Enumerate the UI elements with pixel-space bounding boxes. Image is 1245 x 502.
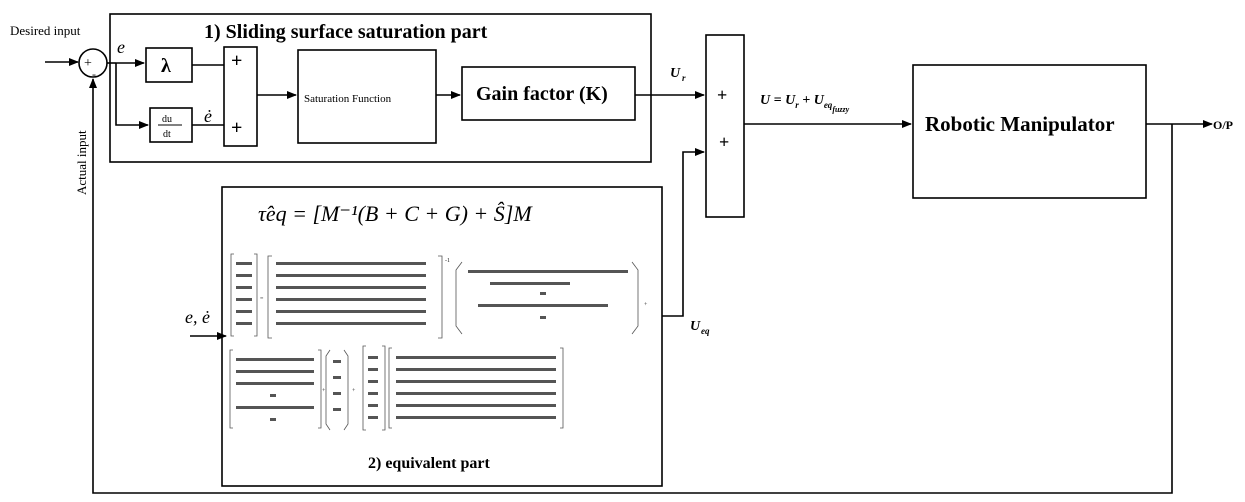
matrix-entries-graphic (236, 262, 628, 421)
output-label: O/P (1213, 118, 1233, 132)
surface-sum-plus-top: + (231, 50, 242, 72)
control-law-sub-fuzzy: fuzzy (832, 105, 849, 114)
wire-equivalent-to-control-sum (662, 148, 705, 317)
saturation-function-block (297, 49, 437, 144)
control-sum-plus-top: + (717, 85, 727, 105)
wire-to-derivative (115, 63, 149, 129)
matrix-operators-graphic: = -1 + + + (260, 258, 648, 394)
feedback-path (89, 78, 1173, 494)
svg-text:=: = (260, 296, 264, 302)
control-sum-plus-bottom: + (719, 132, 729, 152)
equivalent-torque-formula: τ̂eq = [M⁻¹(B + C + G) + Ŝ]M (258, 201, 533, 226)
ur-label: U (670, 66, 681, 81)
svg-text:-1: -1 (445, 258, 450, 264)
lambda-symbol: λ (161, 55, 171, 77)
robotic-manipulator-label: Robotic Manipulator (925, 112, 1115, 136)
equivalent-part-title: 2) equivalent part (368, 455, 490, 472)
lambda-block (145, 47, 193, 83)
error-label: e (117, 37, 125, 57)
svg-text:+: + (644, 302, 648, 308)
derivative-numerator: du (162, 114, 172, 125)
gain-factor-block (461, 66, 636, 121)
svg-text:+: + (352, 388, 356, 394)
ueq-label: U (690, 319, 701, 334)
equivalent-input-label: e, ė (185, 307, 210, 327)
desired-input-label: Desired input (10, 23, 81, 38)
control-law-sub-r: r (795, 100, 799, 110)
control-law-u: U = U (760, 93, 796, 108)
error-derivative-label: ė (204, 106, 212, 126)
sum-minus-sign: - (92, 67, 96, 81)
sliding-surface-title: 1) Sliding surface saturation part (204, 21, 488, 43)
control-law-label: U = Ur + Ueqfuzzy (760, 93, 850, 114)
derivative-denominator: dt (163, 129, 171, 140)
matrix-equation-graphic (229, 253, 639, 431)
sum-plus-sign: + (84, 56, 92, 71)
ur-subscript: r (682, 73, 686, 83)
ueq-subscript: eq (701, 326, 710, 336)
saturation-function-label: Saturation Function (304, 93, 392, 105)
control-law-plus-u: + U (799, 93, 825, 108)
actual-input-label: Actual input (74, 130, 89, 195)
gain-factor-label: Gain factor (K) (476, 83, 608, 105)
control-law-sub-eq: eq (824, 100, 833, 110)
surface-sum-plus-bottom: + (231, 117, 242, 139)
svg-text:+: + (322, 388, 326, 394)
robotic-manipulator-block (912, 64, 1147, 199)
surface-sum-block (223, 46, 258, 147)
control-sum-block (705, 34, 745, 218)
